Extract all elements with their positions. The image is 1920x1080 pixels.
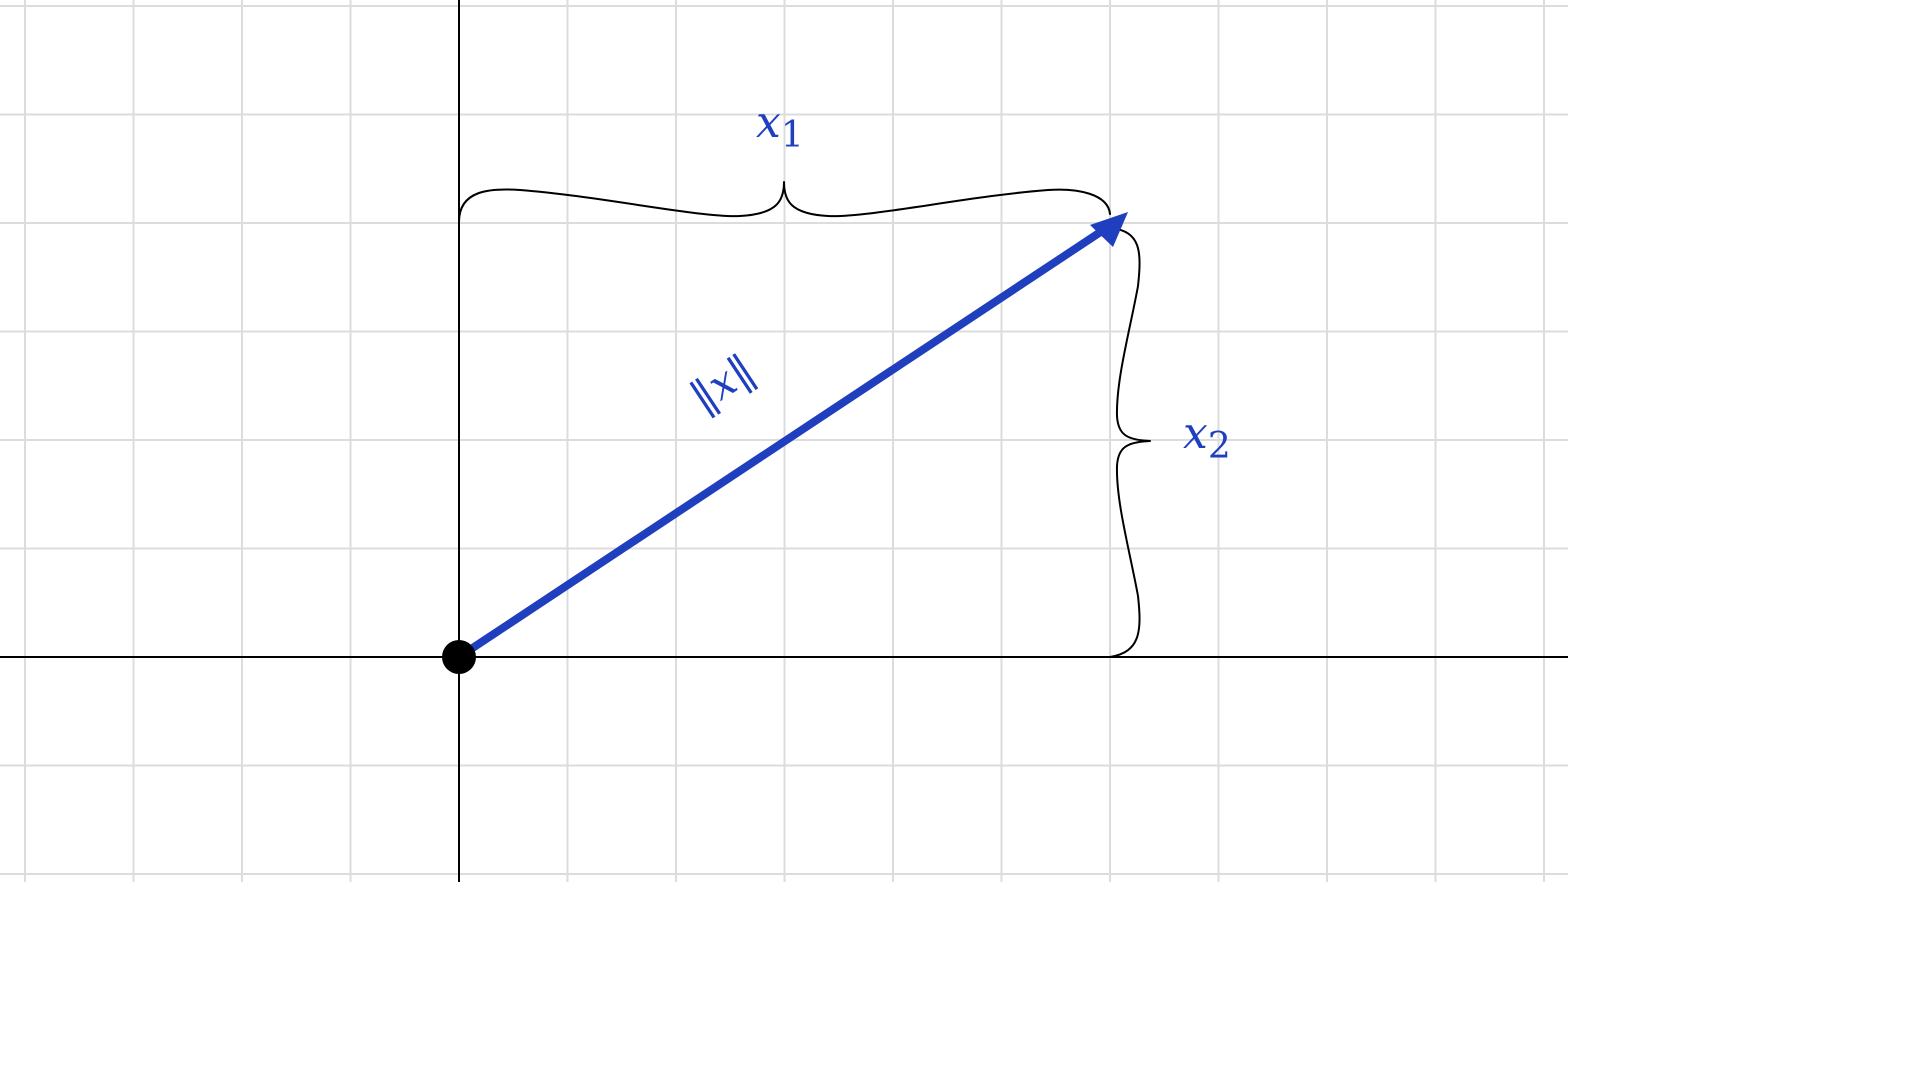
vector-diagram: x1 x2 ‖x‖ (0, 0, 1568, 882)
origin-point (442, 640, 476, 674)
label-x2-base: x (1183, 408, 1208, 459)
vector-x-arrow (455, 227, 1106, 661)
label-vector-norm: ‖x‖ (681, 344, 763, 421)
label-x1: x1 (756, 97, 804, 156)
label-x1-sub: 1 (781, 115, 804, 156)
arrowhead-icon (1090, 212, 1128, 247)
brace-x1 (458, 181, 1111, 223)
label-x2-sub: 2 (1208, 426, 1231, 467)
brace-x2 (1109, 227, 1151, 658)
label-x2: x2 (1183, 408, 1231, 467)
label-x1-base: x (756, 97, 781, 148)
